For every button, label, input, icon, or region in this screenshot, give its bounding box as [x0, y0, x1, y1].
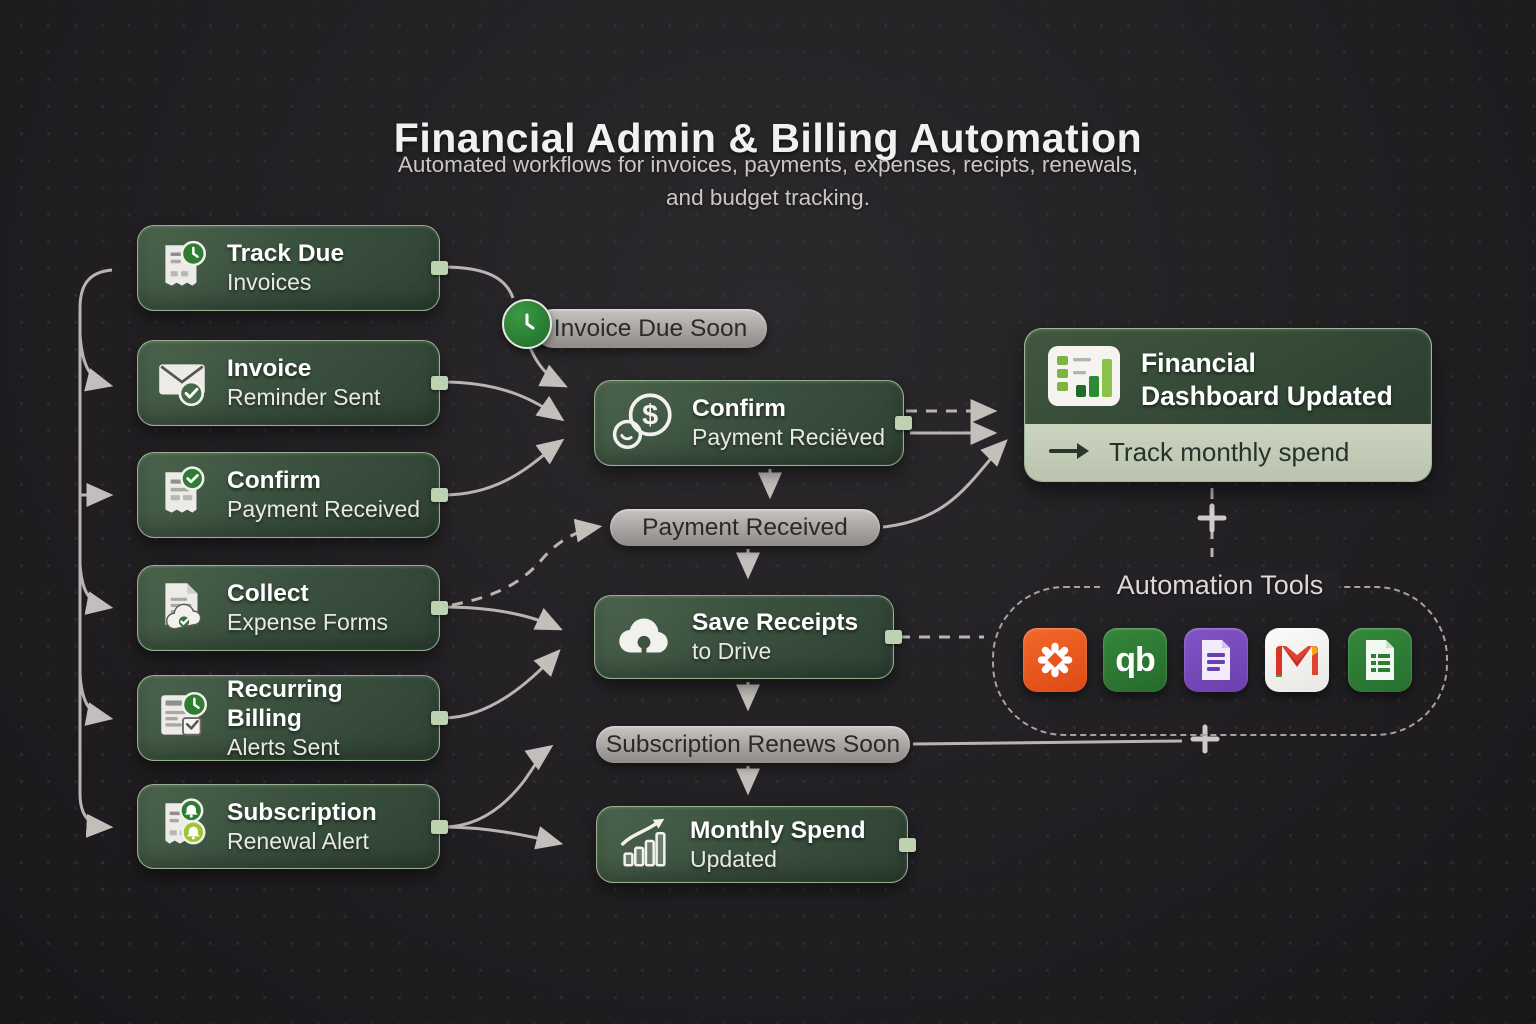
connector-port — [899, 837, 916, 852]
subtitle-line-2: and budget tracking. — [666, 185, 870, 210]
node-label-line2: Invoices — [227, 269, 312, 295]
node-label-line1: Confirm — [692, 395, 786, 422]
wire-rail-b5 — [78, 673, 114, 726]
receipt-check-icon — [154, 464, 212, 527]
node-financial-dashboard-updated: Financial Dashboard Updated Track monthl… — [1024, 328, 1432, 482]
sheets-icon — [1348, 628, 1412, 692]
node-label-line2: Payment Received — [227, 496, 421, 522]
page-title: Financial Admin & Billing Automation — [393, 115, 1143, 162]
wire-expense-to-payment-pill — [451, 518, 603, 607]
connector-port — [431, 376, 448, 390]
wire-renews-to-plus — [912, 739, 1183, 746]
node-label-line2: to Drive — [692, 638, 772, 664]
wire-rail-b2 — [78, 333, 114, 392]
dashboard-title-line1: Financial — [1141, 347, 1256, 378]
automation-tools-group: Automation Tools qb — [992, 570, 1448, 736]
dashboard-header: Financial Dashboard Updated — [1025, 329, 1431, 426]
plus-dashboard-tools — [1197, 503, 1227, 533]
right-arrow-icon — [1049, 437, 1091, 468]
pill-label: Payment Received — [642, 513, 848, 541]
page-subtitle: Automated workflows for invoices, paymen… — [0, 148, 1536, 214]
plus-tools-bottom — [1190, 724, 1220, 754]
dollar-coins-icon: $ — [611, 388, 677, 459]
node-label-line2: Updated — [690, 845, 777, 872]
wire-renewal-to-pill — [442, 744, 554, 829]
pill-label: Invoice Due Soon — [553, 314, 748, 342]
connector-port — [431, 488, 448, 502]
pill-label: Subscription Renews Soon — [605, 730, 901, 758]
zapier-icon — [1023, 628, 1087, 692]
dashboard-title-line2: Dashboard Updated — [1141, 380, 1393, 411]
node-label-line1: Recurring Billing — [227, 675, 343, 732]
pill-subscription-renews-soon: Subscription Renews Soon — [596, 726, 910, 763]
connector-port — [895, 416, 912, 430]
gmail-icon — [1265, 628, 1329, 692]
document-bell-icon — [154, 795, 212, 858]
invoice-clock-icon — [154, 237, 212, 300]
node-label-line1: Subscription — [227, 798, 377, 826]
wire-clock-to-confirm — [527, 344, 568, 388]
node-label-line1: Track Due — [227, 240, 345, 267]
node-label-line1: Invoice — [227, 355, 312, 382]
quickbooks-icon: qb — [1103, 628, 1167, 692]
wire-track-to-clock — [442, 265, 515, 299]
wire-reminder-to-confirm — [442, 380, 565, 422]
dashboard-bar-chart-icon — [1045, 343, 1123, 416]
billing-calendar-clock-icon — [154, 687, 212, 750]
wire-expense-to-save — [442, 605, 563, 631]
connector-port — [885, 630, 902, 644]
quickbooks-glyph: qb — [1115, 640, 1156, 679]
connector-port — [431, 819, 448, 834]
clock-icon — [502, 299, 552, 349]
node-label-line2: Payment Reciëved — [692, 424, 886, 450]
pill-invoice-due-soon: Invoice Due Soon — [534, 309, 767, 348]
wire-received-to-confirm — [442, 438, 565, 497]
node-label-line1: Collect — [227, 580, 309, 607]
node-label-line1: Save Receipts — [692, 609, 859, 636]
chart-up-bars-icon — [613, 811, 675, 878]
envelope-check-icon — [154, 352, 212, 415]
wire-rail — [78, 268, 114, 838]
connector-port — [431, 711, 448, 725]
wire-pill-to-dashboard — [882, 439, 1008, 529]
cloud-lock-icon — [611, 602, 677, 673]
node-label-line2: Alerts Sent — [227, 733, 340, 760]
node-label-line1: Monthly Spend — [690, 816, 866, 844]
node-label-line1: Confirm — [227, 467, 321, 494]
node-label-line2: Renewal Alert — [227, 827, 369, 854]
dashboard-action-label: Track monthly spend — [1109, 437, 1350, 467]
subtitle-line-1: Automated workflows for invoices, paymen… — [397, 152, 1139, 177]
node-label-line2: Reminder Sent — [227, 384, 381, 410]
wire-renewal-to-monthly — [442, 825, 564, 850]
dashboard-action-row: Track monthly spend — [1025, 424, 1431, 481]
wire-recurring-to-save — [442, 649, 561, 720]
connector-port — [431, 601, 448, 615]
svg-text:$: $ — [642, 399, 658, 431]
wire-rail-b4 — [78, 563, 114, 615]
automation-tools-label: Automation Tools — [1100, 570, 1340, 601]
docs-icon — [1184, 628, 1248, 692]
pill-payment-received: Payment Received — [610, 509, 880, 546]
node-label-line2: Expense Forms — [227, 609, 389, 635]
document-cloud-icon — [154, 577, 212, 640]
connector-port — [431, 261, 448, 275]
